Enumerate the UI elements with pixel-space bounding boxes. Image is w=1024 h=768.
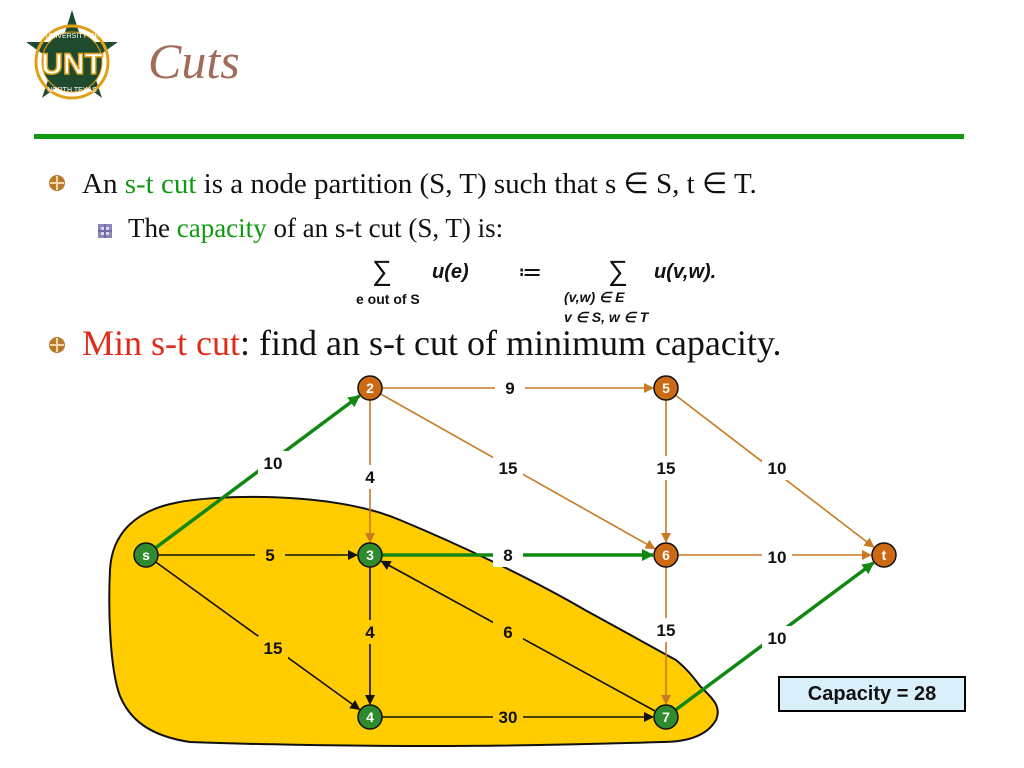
logo-ring-bottom-text: NORTH TEXAS [47, 87, 97, 94]
node-label-3: 3 [366, 547, 374, 563]
edge-capacity-label-5-t: 10 [768, 459, 787, 478]
node-s [133, 542, 159, 568]
node-5 [653, 375, 679, 401]
bullet-min-cut: Min s-t cut: find an s-t cut of minimum … [82, 322, 782, 364]
edge-label-bg [651, 618, 681, 642]
edge-capacity-label-2-6: 15 [499, 459, 518, 478]
formula-right-sub1: (v,w) ∈ E [564, 289, 625, 305]
edge-capacity-label-s-4: 15 [264, 639, 283, 658]
term-capacity: capacity [176, 213, 267, 243]
edge-s-2 [154, 394, 361, 550]
edge-label-bg [493, 620, 523, 644]
node-4 [357, 704, 383, 730]
node-6 [653, 542, 679, 568]
edge-capacity-label-4-7: 30 [499, 708, 518, 727]
node-7 [653, 704, 679, 730]
node-t [871, 542, 897, 568]
formula-right-sum: ∑ [608, 255, 628, 286]
unt-logo: UNIVERSITY OF NORTH TEXAS UNT [14, 8, 130, 116]
edge-label-bg [493, 705, 523, 729]
edge-s-4 [155, 561, 361, 711]
edge-capacity-label-s-3: 5 [265, 546, 274, 565]
edge-label-bg [493, 543, 523, 567]
logo-text: UNT [41, 48, 103, 81]
capacity-formula: ∑ u(e) e out of S ≔ ∑ u(v,w). (v,w) ∈ E … [356, 255, 716, 325]
cut-region-s [108, 495, 719, 748]
term-st-cut: s-t cut [124, 168, 197, 200]
bullet-icon [49, 337, 65, 353]
term-min-st-cut: Min s-t cut [82, 323, 240, 363]
edge-capacity-label-5-6: 15 [657, 459, 676, 478]
node-label-s: s [142, 547, 150, 563]
bullet-icon [49, 175, 65, 191]
edge-label-bg [651, 456, 681, 480]
edge-capacity-label-3-6: 8 [503, 546, 512, 565]
formula-left-sum: ∑ [372, 255, 392, 286]
flow-network-graph: 10 5 15 9 4 15 8 4 30 6 15 10 10 15 10 s 2 3 4 5 6 7 t [108, 375, 897, 748]
edge-capacity-label-7-3: 6 [503, 623, 512, 642]
bullet-capacity-pre: The [128, 213, 177, 243]
bullet-capacity: The capacity of an s-t cut (S, T) is: [128, 213, 503, 244]
formula-right-term: u(v,w). [654, 261, 716, 283]
node-label-5: 5 [662, 380, 670, 396]
bullet-st-cut-pre: An [82, 168, 125, 200]
formula-right-sub2: v ∈ S, w ∈ T [564, 309, 650, 325]
bullet-capacity-post: of an s-t cut (S, T) is: [266, 213, 504, 243]
edge-label-bg [258, 451, 288, 475]
edge-label-bg [762, 456, 792, 480]
formula-assign: ≔ [518, 259, 542, 286]
edge-capacity-label-2-5: 9 [505, 379, 514, 398]
edge-capacity-label-s-2: 10 [264, 454, 283, 473]
edge-capacity-label-3-4: 4 [365, 623, 375, 642]
edge-label-bg [762, 545, 792, 569]
edge-label-bg [355, 620, 385, 644]
sub-bullet-icon [98, 224, 112, 238]
node-label-4: 4 [366, 709, 374, 725]
formula-left-term: u(e) [432, 261, 469, 283]
edge-label-bg [258, 636, 288, 660]
bullet-min-cut-post: : find an s-t cut of minimum capacity. [240, 323, 782, 363]
node-label-2: 2 [366, 380, 374, 396]
logo-ring-top-text: UNIVERSITY OF [45, 33, 99, 40]
node-label-6: 6 [662, 547, 670, 563]
title-divider [34, 134, 964, 139]
edge-capacity-label-2-3: 4 [365, 468, 375, 487]
formula-left-sub: e out of S [356, 291, 420, 307]
node-label-t: t [882, 547, 887, 563]
edge-label-bg [493, 456, 523, 480]
capacity-result-box: Capacity = 28 [778, 676, 966, 712]
edge-capacity-label-6-t: 10 [768, 548, 787, 567]
edge-label-bg [255, 543, 285, 567]
edge-capacity-label-6-7: 15 [657, 621, 676, 640]
bullet-st-cut: An s-t cut is a node partition (S, T) su… [82, 166, 757, 201]
edge-label-bg [355, 465, 385, 489]
node-2 [357, 375, 383, 401]
node-label-7: 7 [662, 709, 670, 725]
node-3 [357, 542, 383, 568]
bullet-st-cut-post: is a node partition (S, T) such that s ∈… [196, 168, 757, 200]
edge-label-bg [762, 626, 792, 650]
page-title: Cuts [148, 33, 240, 89]
edge-capacity-label-7-t: 10 [768, 629, 787, 648]
edge-label-bg [495, 376, 525, 400]
